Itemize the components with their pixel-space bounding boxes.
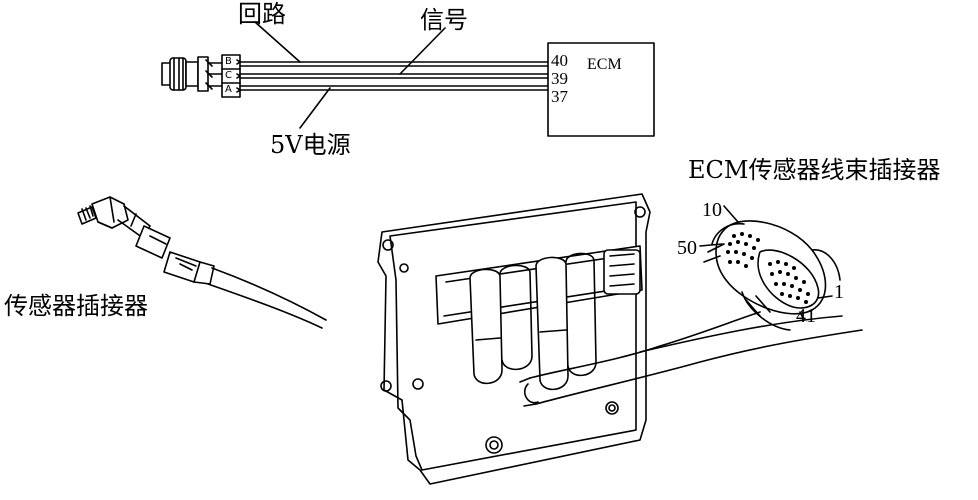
ecm-module-illustration (377, 193, 863, 485)
pin-number-1: 1 (834, 281, 844, 303)
return-wire-label: 回路 (238, 0, 286, 28)
ecm-box (547, 42, 655, 137)
pin-number-10: 10 (702, 199, 722, 221)
ecm-box-title: ECM (587, 56, 622, 73)
ecm-harness-connector-label: ECM传感器线束插接器 (688, 156, 941, 184)
ecm-pin-40: 40 (551, 51, 568, 70)
pin-number-50: 50 (677, 237, 697, 259)
connector-pin-c: C (225, 70, 232, 81)
sensor-connector-label: 传感器插接器 (4, 292, 148, 320)
ecm-pin-37: 37 (551, 87, 568, 106)
sensor-illustration (77, 196, 327, 329)
schematic-wires (239, 21, 549, 129)
signal-wire-label: 信号 (420, 6, 468, 34)
ecm-pin-39: 39 (551, 69, 568, 88)
connector-pin-b: B (225, 56, 232, 67)
harness-connector-illustration (699, 205, 841, 331)
pin-number-41: 41 (796, 305, 816, 327)
connector-pin-a: A (225, 84, 232, 95)
pressure-sensor-icon (161, 56, 223, 92)
schematic-connector (221, 54, 241, 98)
supply-wire-label: 5V电源 (270, 131, 351, 159)
